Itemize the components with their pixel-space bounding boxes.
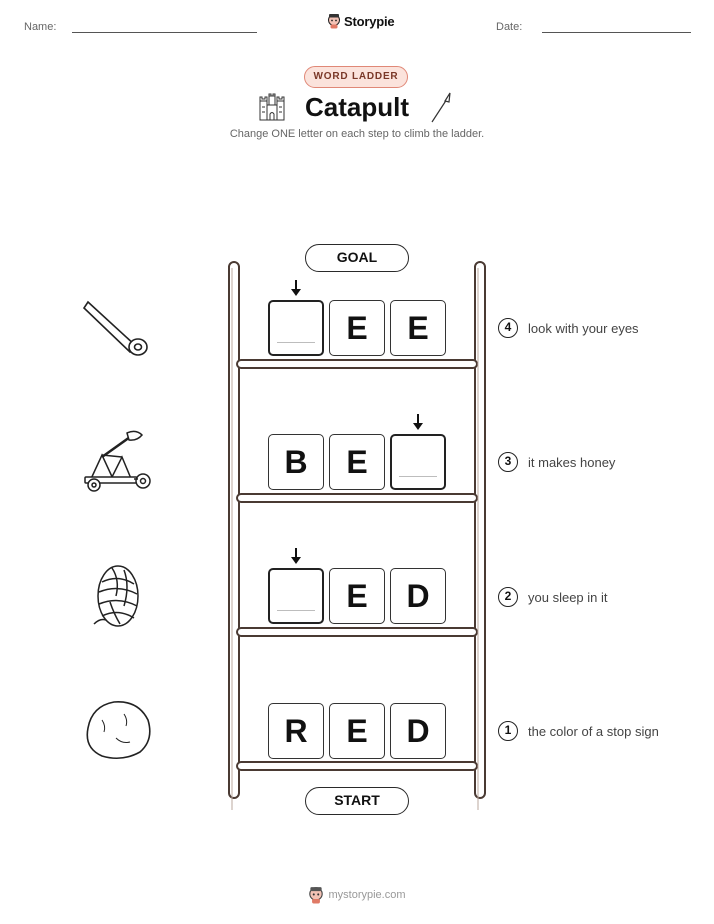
clue-text: look with your eyes: [528, 320, 639, 336]
rope-coil-icon: [93, 565, 139, 627]
spear-icon: [431, 92, 451, 123]
name-field[interactable]: [72, 32, 257, 33]
letter-tile: E: [329, 703, 385, 759]
footer-url[interactable]: mystorypie.com: [328, 889, 406, 901]
letter-tile[interactable]: [390, 434, 446, 490]
storypie-mascot-icon: [309, 887, 324, 904]
start-label: START: [305, 787, 409, 815]
clue-text: it makes honey: [528, 454, 616, 470]
word-ladder-badge: WORD LADDER: [304, 66, 408, 88]
change-arrow-icon: [413, 414, 423, 430]
name-label: Name:: [24, 21, 57, 33]
letter-tile: E: [329, 300, 385, 356]
footer: mystorypie.com: [0, 886, 714, 904]
letter-tile[interactable]: [268, 300, 324, 356]
catapult-icon: [84, 430, 151, 492]
rock-icon: [86, 701, 151, 760]
clue-row: 2 you sleep in it: [498, 587, 608, 607]
step-number: 1: [498, 721, 518, 741]
goal-label: GOAL: [305, 244, 409, 272]
brand-logo: Storypie: [327, 13, 395, 29]
instructions: Change ONE letter on each step to climb …: [229, 128, 485, 140]
stick-icon: [82, 300, 148, 356]
change-arrow-icon: [291, 280, 301, 296]
clue-text: you sleep in it: [528, 589, 608, 605]
castle-icon: [259, 93, 285, 121]
storypie-mascot-icon: [328, 14, 340, 29]
change-arrow-icon: [291, 548, 301, 564]
letter-tile[interactable]: [268, 568, 324, 624]
letter-tile: E: [329, 568, 385, 624]
letter-tile: R: [268, 703, 324, 759]
clue-row: 1 the color of a stop sign: [498, 721, 659, 741]
clue-row: 4 look with your eyes: [498, 318, 639, 338]
letter-tile: E: [390, 300, 446, 356]
clue-row: 3 it makes honey: [498, 452, 615, 472]
step-number: 4: [498, 318, 518, 338]
step-number: 2: [498, 587, 518, 607]
date-label: Date:: [496, 21, 523, 33]
page-title: Catapult: [305, 92, 409, 122]
brand-name: Storypie: [344, 13, 395, 29]
letter-tile: B: [268, 434, 324, 490]
clue-text: the color of a stop sign: [528, 723, 659, 739]
date-field[interactable]: [542, 32, 691, 33]
step-number: 3: [498, 452, 518, 472]
letter-tile: E: [329, 434, 385, 490]
letter-tile: D: [390, 703, 446, 759]
letter-tile: D: [390, 568, 446, 624]
